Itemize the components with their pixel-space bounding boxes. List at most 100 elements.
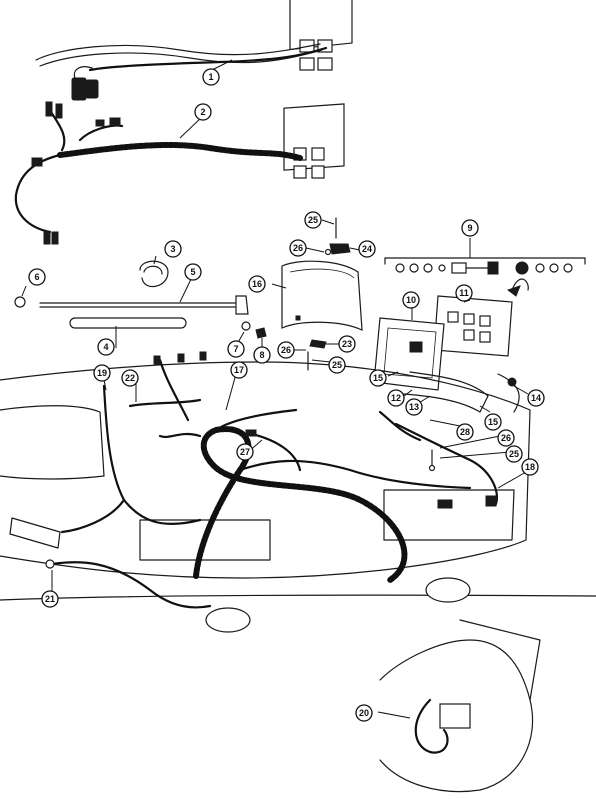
callout-24: 24 [358,240,376,258]
svg-text:5: 5 [190,267,195,277]
callout-21: 21 [41,590,59,608]
harness-2-connector-d [109,117,121,127]
cable-tie-loop [139,260,169,288]
leader-25a [321,219,335,225]
washer-item-6 [14,296,26,308]
leader-26c [439,435,501,449]
callout-26b: 26 [277,341,295,359]
wire-21-run [50,561,212,609]
main-harness-upper-run [214,408,298,432]
body-recess-left [139,519,271,561]
svg-text:15: 15 [373,373,383,383]
leader-25c [439,451,511,459]
main-harness-bundle [193,426,408,583]
cable-22-run [128,398,202,408]
callouts: 1 2 3 4 5 6 7 8 9 10 11 12 13 14 15 15 1… [28,68,545,722]
leader-25b [311,359,331,363]
kit-bushing [451,262,467,274]
callout-4: 4 [97,338,115,356]
leader-24 [349,247,361,251]
socket-top-4 [317,57,333,71]
svg-text:12: 12 [391,393,401,403]
washer-item-26-lower [428,464,436,472]
cover-body [281,260,363,331]
callout-11: 11 [455,284,473,302]
svg-text:1: 1 [208,72,213,82]
hardware-kit-bracket-ends [384,257,586,265]
main-harness-item-17 [158,408,472,583]
kit-nut-3 [423,263,433,273]
harness-1-lower-run [39,49,323,67]
callout-1: 1 [202,68,220,86]
callout-18: 18 [521,458,539,476]
bracket-item-23 [309,339,327,349]
kit-bolt-head [487,261,499,275]
callout-15b: 15 [484,413,502,431]
leader-17 [225,373,237,411]
leader-3 [153,255,157,265]
connector-right-2 [485,495,497,507]
wire-item-19 [60,384,202,534]
svg-text:26: 26 [281,345,291,355]
harness-1-upper-run [35,43,321,61]
callout-25a: 25 [304,211,322,229]
svg-text:25: 25 [509,449,519,459]
socket-mid-2 [311,147,325,161]
svg-text:28: 28 [460,427,470,437]
callout-20: 20 [355,704,373,722]
svg-text:6: 6 [34,272,39,282]
body-recess-right [383,489,515,541]
callout-8: 8 [253,346,271,364]
clip-item-24 [329,243,351,255]
svg-text:15: 15 [488,417,498,427]
cable-22-terminal-1 [153,355,161,365]
callout-5: 5 [184,263,202,281]
callout-28: 28 [456,423,474,441]
callout-26a: 26 [289,239,307,257]
harness-2-terminal-1 [45,101,53,117]
rotation-arrow [511,278,529,291]
inset-detail [379,619,541,793]
cable-tie-item-3 [139,260,169,288]
harness-1-main-wire [88,46,328,72]
rod-item-5-end [235,295,249,315]
svg-text:23: 23 [342,339,352,349]
wire-item-18-run [394,422,498,506]
socket-mid-4 [311,165,325,179]
harness-1-connector-b [85,79,99,99]
mounting-strap [497,373,520,413]
cover-item-16 [281,260,363,331]
switch-5 [479,331,491,343]
svg-text:27: 27 [240,447,250,457]
leader-16 [271,283,287,289]
right-side-wiring [378,410,498,509]
inset-wire-item-20 [414,698,449,754]
main-harness-left-branch [158,432,202,439]
kit-nut-4 [535,263,545,273]
cable-item-27 [245,429,302,472]
callout-3: 3 [164,240,182,258]
callout-19: 19 [93,364,111,382]
leader-14 [513,385,529,395]
svg-text:4: 4 [103,342,108,352]
vehicle-body-outline [0,361,596,633]
hardware-kit-item-9 [384,257,586,275]
cable-22-terminal-3 [199,351,207,361]
callout-22: 22 [121,369,139,387]
harness-2-bundle [57,142,303,161]
svg-text:24: 24 [362,244,372,254]
harness-2-terminal-2 [55,103,63,119]
bracket-item-15 [403,371,489,413]
svg-text:19: 19 [97,368,107,378]
leader-6 [21,285,27,297]
bezel-inner [383,327,437,379]
leader-26a [305,247,325,253]
inset-component [439,703,471,729]
callout-25c: 25 [505,445,523,463]
leader-20 [377,711,411,719]
svg-text:3: 3 [170,244,175,254]
bumper-left [9,517,61,549]
washer-item-26-top [324,248,332,256]
